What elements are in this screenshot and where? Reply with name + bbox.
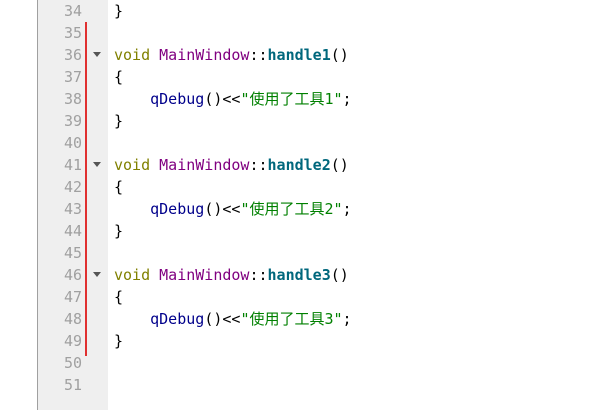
code-text[interactable]: qDebug()<<"使用了工具3"; [114,308,352,330]
code-token: "使用了工具3" [240,310,343,328]
code-text[interactable]: qDebug()<<"使用了工具1"; [114,88,352,110]
code-token: } [114,332,124,350]
code-token: void [114,46,151,64]
code-token: handle2 [267,156,331,174]
code-token: { [114,178,124,196]
code-token: MainWindow [159,266,250,284]
code-token: void [114,156,151,174]
line-number: 48 [63,310,82,328]
code-line[interactable]: 48 qDebug()<<"使用了工具3"; [38,308,593,330]
code-token [150,46,159,64]
code-text[interactable]: qDebug()<<"使用了工具2"; [114,198,352,220]
code-token [150,266,159,284]
code-line[interactable]: 36 void MainWindow::handle1() [38,44,593,66]
code-line[interactable]: 50 [38,352,593,374]
code-token: void [114,266,151,284]
code-token: :: [249,156,268,174]
code-line[interactable]: 51 [38,374,593,396]
code-token: MainWindow [159,46,250,64]
code-text[interactable]: { [114,286,123,308]
code-text[interactable]: { [114,66,123,88]
code-token: ()<< [204,310,241,328]
line-number: 36 [63,46,82,64]
line-number: 43 [63,200,82,218]
code-token: :: [249,266,268,284]
code-line[interactable]: 35 [38,22,593,44]
line-number: 37 [63,68,82,86]
code-line[interactable]: 49} [38,330,593,352]
code-text[interactable]: void MainWindow::handle2() [114,154,349,176]
code-token: handle3 [267,266,331,284]
line-number: 38 [63,90,82,108]
code-line[interactable]: 47 { [38,286,593,308]
fold-arrow-icon[interactable] [93,272,101,277]
code-text[interactable]: } [114,110,123,132]
code-line[interactable]: 42 { [38,176,593,198]
code-token: "使用了工具1" [240,90,343,108]
fold-arrow-icon[interactable] [93,52,101,57]
line-number-gutter [38,0,108,410]
modified-lines-marker [85,22,87,356]
line-number: 46 [63,266,82,284]
code-line[interactable]: 39} [38,110,593,132]
line-number: 39 [63,112,82,130]
code-token [150,156,159,174]
code-token: } [114,2,124,20]
line-number: 40 [63,134,82,152]
code-line[interactable]: 46 void MainWindow::handle3() [38,264,593,286]
code-line[interactable]: 34} [38,0,593,22]
code-token: () [330,156,349,174]
code-text[interactable]: } [114,330,123,352]
fold-arrow-icon[interactable] [93,162,101,167]
line-number: 42 [63,178,82,196]
code-text[interactable]: { [114,176,123,198]
code-line[interactable]: 45 [38,242,593,264]
code-token: ; [342,310,352,328]
code-text[interactable]: void MainWindow::handle3() [114,264,349,286]
line-number: 51 [63,376,82,394]
line-number: 41 [63,156,82,174]
code-token: } [114,222,124,240]
code-token: () [330,46,349,64]
code-token: } [114,112,124,130]
code-token: ; [342,90,352,108]
code-token: qDebug [114,310,205,328]
code-token: { [114,68,124,86]
code-token: :: [249,46,268,64]
line-number: 47 [63,288,82,306]
code-line[interactable]: 40 [38,132,593,154]
code-token: "使用了工具2" [240,200,343,218]
line-number: 50 [63,354,82,372]
code-token: { [114,288,124,306]
editor-left-border [37,0,38,410]
code-line[interactable]: 37 { [38,66,593,88]
code-line[interactable]: 41 void MainWindow::handle2() [38,154,593,176]
line-number: 49 [63,332,82,350]
code-token: handle1 [267,46,331,64]
code-token: ()<< [204,90,241,108]
line-number: 44 [63,222,82,240]
code-token: ; [342,200,352,218]
code-token: ()<< [204,200,241,218]
code-token: MainWindow [159,156,250,174]
code-text[interactable]: void MainWindow::handle1() [114,44,349,66]
code-text[interactable]: } [114,0,123,22]
code-line[interactable]: 43 qDebug()<<"使用了工具2"; [38,198,593,220]
code-line[interactable]: 38 qDebug()<<"使用了工具1"; [38,88,593,110]
code-token: qDebug [114,200,205,218]
code-text[interactable]: } [114,220,123,242]
code-token: qDebug [114,90,205,108]
line-number: 34 [63,2,82,20]
line-number: 35 [63,24,82,42]
code-token: () [330,266,349,284]
code-line[interactable]: 44} [38,220,593,242]
line-number: 45 [63,244,82,262]
